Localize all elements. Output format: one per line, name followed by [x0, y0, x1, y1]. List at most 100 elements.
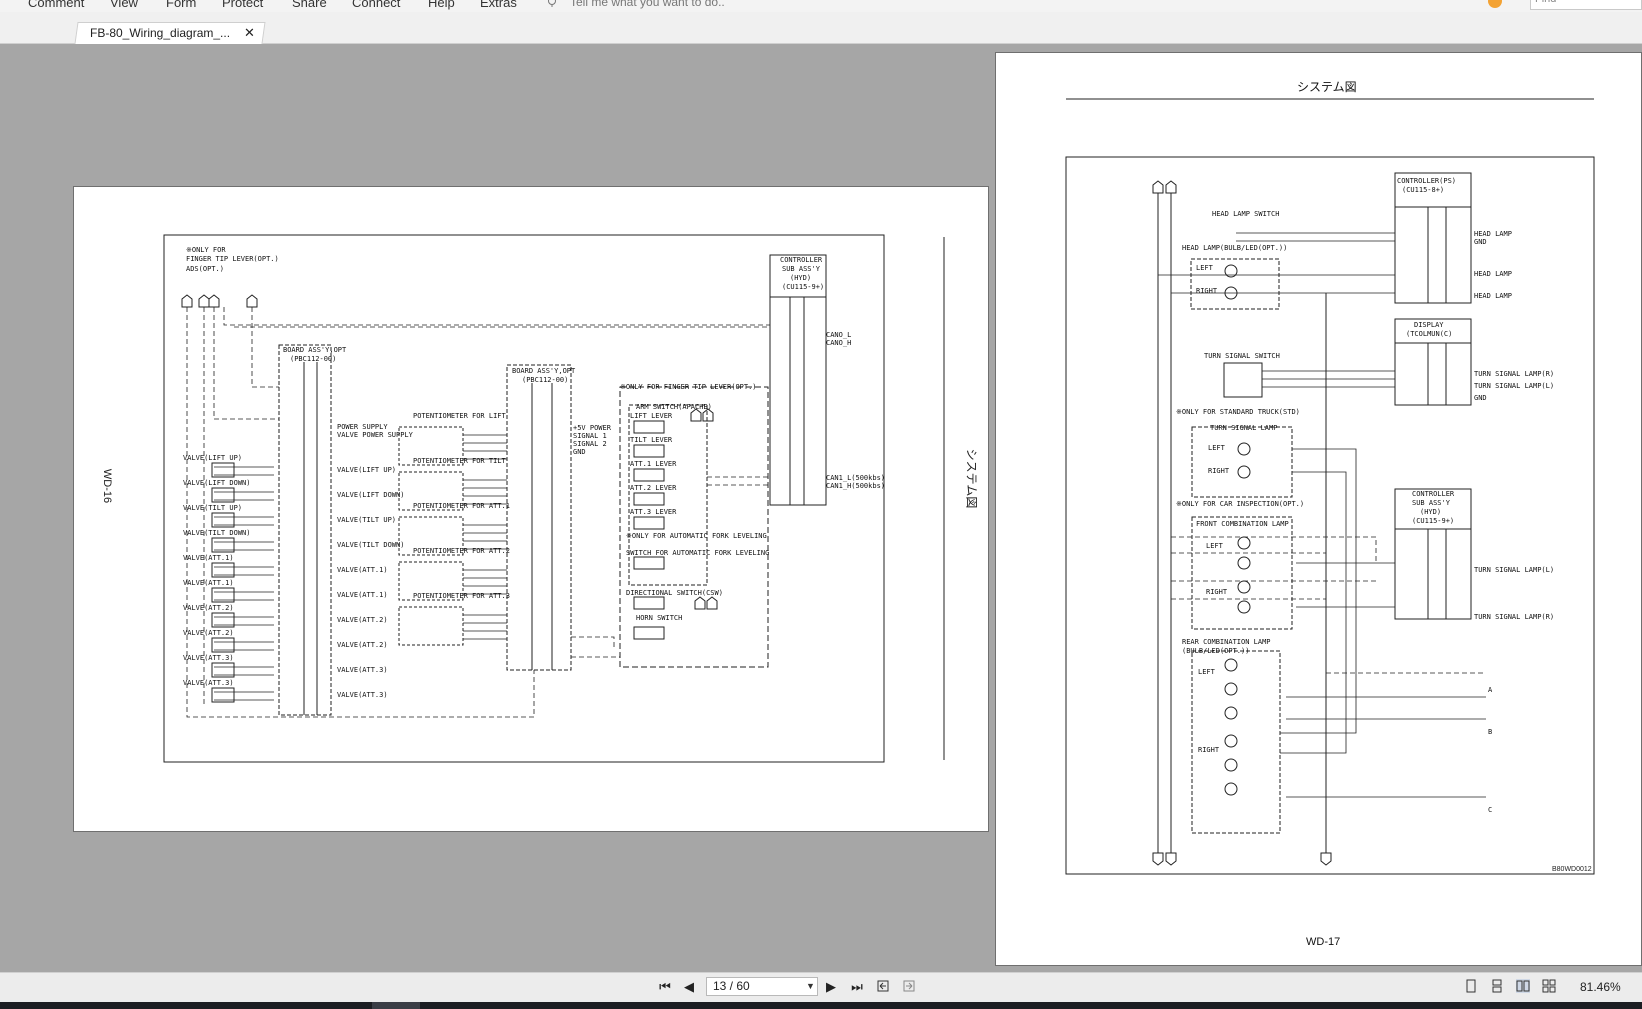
side-letter-c: C	[1488, 806, 1493, 814]
lever-att3: ATT.3 LEVER	[630, 508, 677, 516]
menu-form[interactable]: Form	[166, 0, 197, 10]
document-tab-label[interactable]: FB-80_Wiring_diagram_...	[90, 26, 231, 40]
zoom-level[interactable]: 81.46%	[1580, 980, 1621, 994]
turn-signal-lamp-label: TURN SIGNAL LAMP	[1210, 424, 1278, 432]
left-side-title: システム図	[964, 448, 979, 509]
close-tab-icon[interactable]: ✕	[244, 25, 255, 40]
lever-att2: ATT.2 LEVER	[630, 484, 677, 492]
front-lamp-left: LEFT	[1206, 542, 1223, 550]
valve-label-3: VALVE(TILT UP)	[183, 504, 243, 512]
page-number-input[interactable]: 13 / 60	[706, 977, 818, 996]
valve-right-1: VALVE(LIFT UP)	[337, 466, 397, 474]
controller-label-1: CONTROLLER	[780, 256, 823, 264]
tell-me-search[interactable]: Tell me what you want to do..	[570, 0, 725, 9]
right-label-3: HEAD LAMP	[1474, 270, 1512, 278]
board1-label-1: BOARD ASS'Y,OPT	[283, 346, 347, 354]
display-label-2: (TCOLMUN(C)	[1406, 330, 1453, 338]
menu-protect[interactable]: Protect	[222, 0, 264, 10]
note-line-3: ADS(OPT.)	[186, 265, 224, 273]
find-input[interactable]: Find	[1530, 0, 1642, 10]
valve-right-3: VALVE(TILT UP)	[337, 516, 397, 524]
power-supply-label: POWER SUPPLY	[337, 423, 388, 431]
lever-tilt: TILT LEVER	[630, 436, 673, 444]
prev-page-button[interactable]: ◀	[684, 979, 694, 994]
front-combination-label: FRONT COMBINATION LAMP	[1196, 520, 1289, 528]
valve-right-4: VALVE(TILT DOWN)	[337, 541, 405, 549]
controller-ps-label-1: CONTROLLER(PS)	[1397, 177, 1457, 185]
can1-h: CAN1_H(500kbs)	[826, 482, 886, 490]
previous-view-icon[interactable]	[876, 979, 890, 993]
lever-att1: ATT.1 LEVER	[630, 460, 677, 468]
rear-lamp-left: LEFT	[1198, 668, 1215, 676]
tab-strip: FB-80_Wiring_diagram_... ✕	[0, 12, 1642, 44]
menu-extras[interactable]: Extras	[480, 0, 517, 10]
turn-lamp-right: RIGHT	[1208, 467, 1230, 475]
next-view-icon[interactable]	[902, 979, 916, 993]
lightbulb-icon	[548, 0, 556, 7]
taskbar	[0, 1002, 1642, 1009]
can0-l: CANO_L	[826, 331, 852, 339]
valve-label-4: VALVE(TILT DOWN)	[183, 529, 251, 537]
chevron-down-icon[interactable]: ▼	[806, 981, 815, 991]
facing-view-icon[interactable]	[1516, 979, 1530, 993]
continuous-facing-view-icon[interactable]	[1542, 979, 1556, 993]
board2-label-2: (PBC112-00)	[522, 376, 569, 384]
auto-fork-note: ※ONLY FOR AUTOMATIC FORK LEVELING	[626, 532, 767, 540]
display-label-1: DISPLAY	[1414, 321, 1444, 329]
menu-help[interactable]: Help	[428, 0, 455, 10]
valve-power-label: VALVE POWER SUPPLY	[337, 431, 413, 439]
right-label-5: TURN SIGNAL LAMP(R)	[1474, 370, 1555, 378]
controller-sub-label-3: (HYD)	[1420, 508, 1442, 516]
menu-view[interactable]: View	[110, 0, 138, 10]
drawing-code: B80WD0012	[1552, 866, 1592, 873]
valve-right-6: VALVE(ATT.1)	[337, 591, 388, 599]
valve-right-9: VALVE(ATT.3)	[337, 666, 388, 674]
menu-share[interactable]: Share	[292, 0, 327, 10]
side-letter-a: A	[1488, 686, 1493, 694]
signal-1: SIGNAL 1	[573, 432, 607, 440]
turn-signal-switch-label: TURN SIGNAL SWITCH	[1204, 352, 1280, 360]
continuous-view-icon[interactable]	[1490, 979, 1504, 993]
valve-label-1: VALVE(LIFT UP)	[183, 454, 243, 462]
single-page-view-icon[interactable]	[1464, 979, 1478, 993]
valve-label-10: VALVE(ATT.3)	[183, 679, 234, 687]
rear-combination-sub-label: (BULB/LED(OPT.))	[1182, 647, 1250, 655]
pot-att1-label: POTENTIOMETER FOR ATT.1	[413, 502, 510, 510]
arm-switch-label: ARM SWITCH(APACHE)	[636, 403, 712, 411]
right-page-title: システム図	[1297, 80, 1357, 94]
right-label-6: TURN SIGNAL LAMP(L)	[1474, 382, 1555, 390]
horn-switch: HORN SWITCH	[636, 614, 683, 622]
right-page-number: WD-17	[1306, 936, 1341, 948]
pot-tilt-label: POTENTIOMETER FOR TILT	[413, 457, 506, 465]
controller-sub-label-1: CONTROLLER	[1412, 490, 1455, 498]
controller-sub-label-4: (CU115-9+)	[1412, 517, 1455, 525]
valve-right-10: VALVE(ATT.3)	[337, 691, 388, 699]
next-page-button[interactable]: ▶	[826, 979, 836, 994]
menu-comment[interactable]: Comment	[28, 0, 85, 10]
directional-switch: DIRECTIONAL SWITCH(CSW)	[626, 589, 723, 597]
pot-att3-label: POTENTIOMETER FOR ATT.3	[413, 592, 510, 600]
turn-lamp-left: LEFT	[1208, 444, 1225, 452]
side-letter-b: B	[1488, 728, 1493, 736]
note-line-2: FINGER TIP LEVER(OPT.)	[186, 255, 279, 263]
controller-label-2: SUB ASS'Y	[782, 265, 820, 273]
std-truck-label: ※ONLY FOR STANDARD TRUCK(STD)	[1176, 408, 1300, 416]
signal-gnd: GND	[573, 448, 586, 456]
first-page-button[interactable]: ⏮	[659, 979, 671, 994]
left-page-number: WD-16	[101, 468, 114, 504]
valve-label-8: VALVE(ATT.2)	[183, 629, 234, 637]
valve-right-7: VALVE(ATT.2)	[337, 616, 388, 624]
wiring-diagram-right	[1065, 98, 1595, 875]
head-lamp-switch-label: HEAD LAMP SWITCH	[1212, 210, 1280, 218]
last-page-button[interactable]: ⏭	[851, 979, 863, 994]
note-line-1: ※ONLY FOR	[186, 246, 226, 254]
status-bar: ⏮ ◀ 13 / 60 ▼ ▶ ⏭ 81.46%	[0, 972, 1642, 1002]
valve-label-2: VALVE(LIFT DOWN)	[183, 479, 251, 487]
taskbar-active-app[interactable]	[372, 1002, 420, 1009]
board1-label-2: (PBC112-00)	[290, 355, 337, 363]
menu-connect[interactable]: Connect	[352, 0, 401, 10]
controller-label-4: (CU115-9+)	[782, 283, 825, 291]
right-label-8: TURN SIGNAL LAMP(L)	[1474, 566, 1555, 574]
valve-label-5: VALVE(ATT.1)	[183, 554, 234, 562]
notification-icon[interactable]	[1488, 0, 1502, 8]
